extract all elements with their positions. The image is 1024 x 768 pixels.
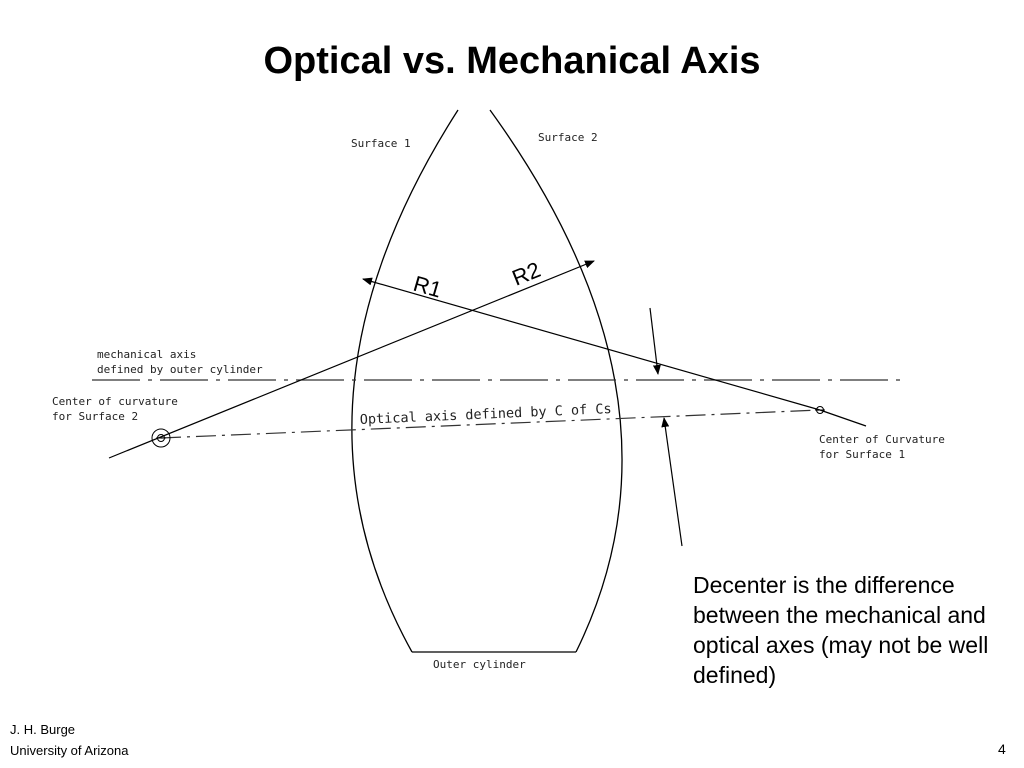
r1-radius-line (362, 277, 821, 411)
slide-title: Optical vs. Mechanical Axis (263, 40, 761, 82)
lens-surface-2-curve (489, 109, 623, 653)
mechanical-axis-label-line-1: mechanical axis (97, 348, 196, 361)
footer-author: J. H. Burge (10, 722, 76, 737)
decenter-caption: Decenter is the difference between the m… (693, 572, 989, 688)
optical-axis-line (160, 409, 821, 439)
coc-surface-2-marker (151, 428, 171, 448)
coc-surface-2-label-line-2: for Surface 2 (52, 410, 138, 423)
page-number: 4 (998, 741, 1006, 757)
outer-cylinder-label: Outer cylinder (433, 658, 526, 671)
r2-radius-line (108, 260, 595, 459)
r1-label: R1 (411, 271, 445, 303)
lens-surface-1-curve (351, 109, 459, 653)
coc-surface-1-label-line-1: Center of Curvature (819, 433, 945, 446)
coc-surface-1-marker (815, 406, 825, 414)
footer-organization: University of Arizona (10, 743, 129, 758)
r1-extension-line (819, 409, 867, 427)
surface-1-label: Surface 1 (351, 137, 411, 150)
decenter-arrow-optical (661, 417, 683, 547)
decenter-arrow-mechanical (649, 307, 661, 375)
coc-surface-1-label-line-2: for Surface 1 (819, 448, 905, 461)
coc-surface-2-label-line-1: Center of curvature (52, 395, 178, 408)
r2-label: R2 (509, 257, 544, 291)
mechanical-axis-label-line-2: defined by outer cylinder (97, 363, 263, 376)
surface-2-label: Surface 2 (538, 131, 598, 144)
